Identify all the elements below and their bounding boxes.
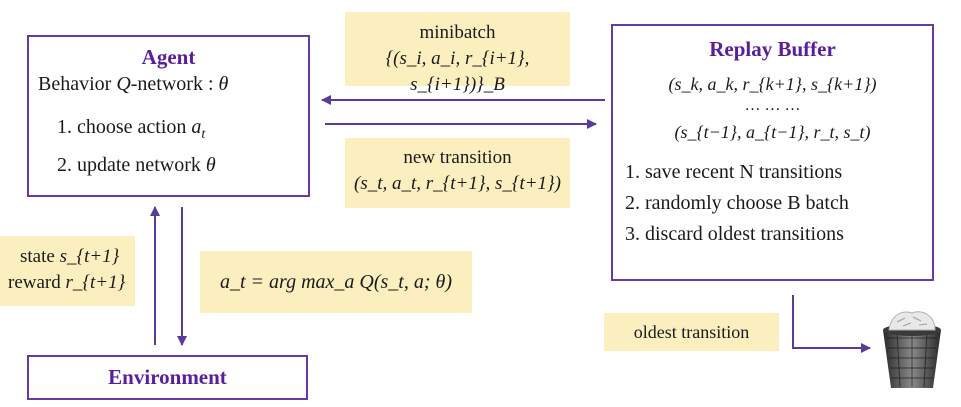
minibatch-label: minibatch {(s_i, a_i, r_{i+1}, s_{i+1})}… — [345, 12, 570, 95]
wastebasket-icon — [883, 311, 941, 388]
replay-buffer-box: Replay Buffer (s_k, a_k, r_{k+1}, s_{k+1… — [611, 24, 934, 281]
state-reward-label: state s_{t+1} reward r_{t+1} — [0, 236, 135, 306]
minibatch-formula: {(s_i, a_i, r_{i+1}, s_{i+1})}_B — [385, 48, 530, 95]
oldest-transition-label: oldest transition — [604, 313, 779, 351]
agent-subtitle-theta: θ — [218, 73, 229, 95]
agent-step-2: 2. update network θ — [57, 154, 216, 176]
replay-buffer-dots: … … … — [744, 97, 801, 114]
environment-box: Environment — [27, 355, 308, 400]
new-transition-title: new transition — [403, 147, 512, 168]
agent-title: Agent — [141, 45, 196, 69]
policy-formula-label: a_t = arg max_a Q(s_t, a; θ) — [200, 251, 472, 313]
agent-subtitle-pre: Behavior — [38, 73, 117, 95]
replay-buffer-tuple-bottom: (s_{t−1}, a_{t−1}, r_t, s_t) — [674, 122, 871, 142]
replay-buffer-step-3: 3. discard oldest transitions — [625, 223, 844, 245]
new-transition-label: new transition (s_t, a_t, r_{t+1}, s_{t+… — [345, 138, 570, 208]
discard-arrow — [792, 295, 871, 353]
agent-step-1: 1. choose action at — [57, 116, 206, 142]
agent-subtitle-q: Q — [116, 73, 131, 95]
agent-subtitle-post: -network : — [130, 73, 219, 95]
agent-subtitle: Behavior Q-network : θ — [29, 70, 308, 98]
minibatch-title: minibatch — [419, 22, 496, 43]
replay-buffer-step-2: 2. randomly choose B batch — [625, 192, 849, 214]
new-transition-formula: (s_t, a_t, r_{t+1}, s_{t+1}) — [354, 173, 561, 194]
environment-title: Environment — [108, 365, 227, 389]
replay-buffer-title: Replay Buffer — [709, 37, 836, 61]
agent-box: Agent Behavior Q-network : θ 1. choose a… — [27, 35, 310, 197]
replay-buffer-tuple-top: (s_k, a_k, r_{k+1}, s_{k+1}) — [668, 74, 877, 94]
state-line: state s_{t+1} — [20, 246, 120, 267]
reward-line: reward r_{t+1} — [8, 272, 126, 293]
replay-buffer-step-1: 1. save recent N transitions — [625, 161, 843, 183]
